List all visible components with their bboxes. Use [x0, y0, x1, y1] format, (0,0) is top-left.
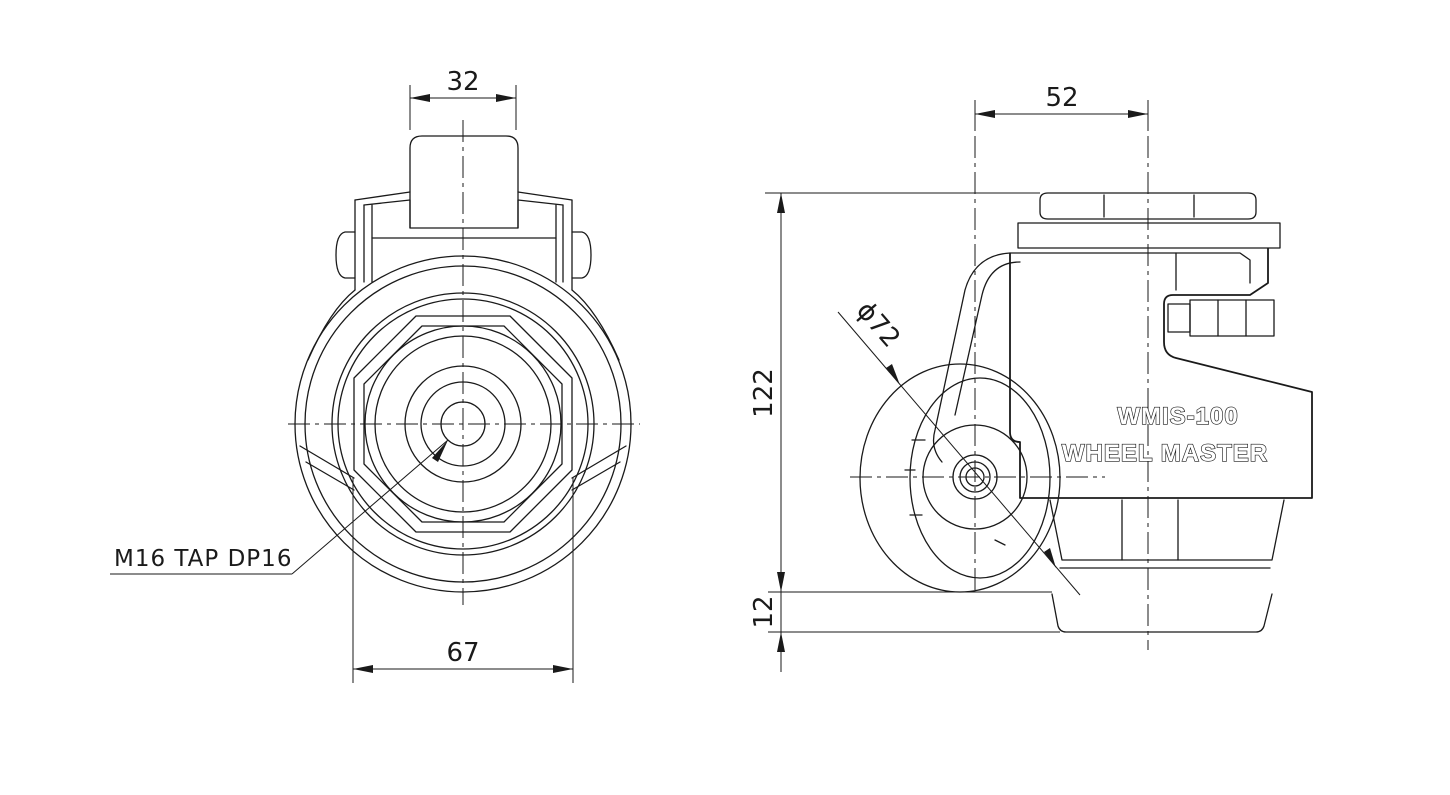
dim-height-label: 122 [749, 368, 779, 418]
dim-width-top-label: 32 [446, 67, 479, 97]
dim-width-bottom-label: 67 [446, 638, 479, 668]
dim-stroke-label: 12 [749, 595, 779, 628]
dim-depth-top: 52 [974, 83, 1149, 130]
dim-width-bottom: 67 [352, 478, 574, 683]
side-view [850, 100, 1313, 650]
dim-depth-top-label: 52 [1045, 83, 1078, 113]
tap-callout: M16 TAP DP16 [110, 439, 449, 575]
front-view [288, 120, 640, 605]
dim-wheel-diameter-label: ϕ72 [850, 296, 906, 354]
product-brand: WHEEL MASTER [1062, 440, 1268, 467]
dim-height: 122 [749, 192, 1052, 593]
dim-wheel-diameter: ϕ72 [837, 296, 1081, 596]
dim-width-top: 32 [409, 67, 517, 130]
tap-callout-label: M16 TAP DP16 [114, 546, 292, 572]
product-model: WMIS-100 [1117, 403, 1238, 430]
dim-stroke: 12 [749, 592, 1060, 672]
